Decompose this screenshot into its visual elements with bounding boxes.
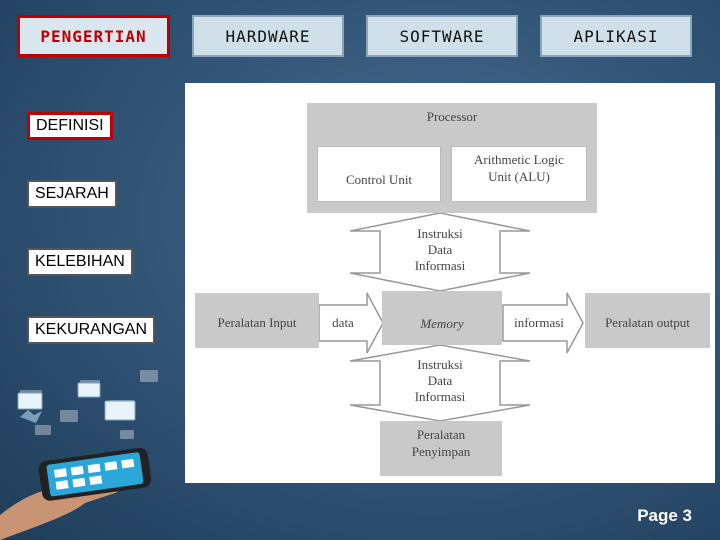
informasi-arrow <box>502 292 584 354</box>
page-number: Page 3 <box>637 506 692 525</box>
sidebar-item-kelebihan[interactable]: KELEBIHAN <box>27 248 133 276</box>
storage-device-box <box>380 421 502 476</box>
bottom-flow-informasi: Informasi <box>414 389 466 404</box>
tab-hardware[interactable]: HARDWARE <box>192 15 344 57</box>
control-unit-label: Control Unit <box>345 172 413 187</box>
memory-box <box>382 291 502 345</box>
sidebar-item-sejarah[interactable]: SEJARAH <box>27 180 117 208</box>
tab-software[interactable]: SOFTWARE <box>366 15 518 57</box>
computer-architecture-diagram: Processor Control Unit Arithmetic Logic … <box>185 83 715 483</box>
top-flow-informasi: Informasi <box>414 258 466 273</box>
input-device-box <box>195 293 319 348</box>
data-arrow <box>318 292 384 354</box>
informasi-arrow-label: informasi <box>514 315 564 330</box>
control-unit-box <box>317 146 441 202</box>
tab-pengertian[interactable]: PENGERTIAN <box>17 15 170 57</box>
output-device-box <box>585 293 710 348</box>
storage-label-line2: Penyimpan <box>411 444 471 459</box>
alu-box <box>451 146 587 202</box>
alu-label-line2: Unit (ALU) <box>488 169 550 184</box>
diagram-arrows <box>318 212 584 422</box>
processor-label: Processor <box>426 109 478 124</box>
storage-label-line1: Peralatan <box>416 427 466 442</box>
input-device-label: Peralatan Input <box>217 315 297 330</box>
tab-aplikasi[interactable]: APLIKASI <box>540 15 692 57</box>
sidebar-item-kekurangan[interactable]: KEKURANGAN <box>27 316 156 344</box>
bottom-flow-instruksi: Instruksi <box>417 357 463 372</box>
output-device-label: Peralatan output <box>605 315 690 330</box>
top-flow-instruksi: Instruksi <box>417 226 463 241</box>
memory-label: Memory <box>420 316 464 331</box>
top-flow-data: Data <box>427 242 453 257</box>
smartphone-email-illustration <box>0 370 158 540</box>
alu-label-line1: Arithmetic Logic <box>474 152 564 167</box>
bottom-flow-data: Data <box>427 373 453 388</box>
data-arrow-label: data <box>332 315 354 330</box>
sidebar-item-definisi[interactable]: DEFINISI <box>27 112 113 140</box>
